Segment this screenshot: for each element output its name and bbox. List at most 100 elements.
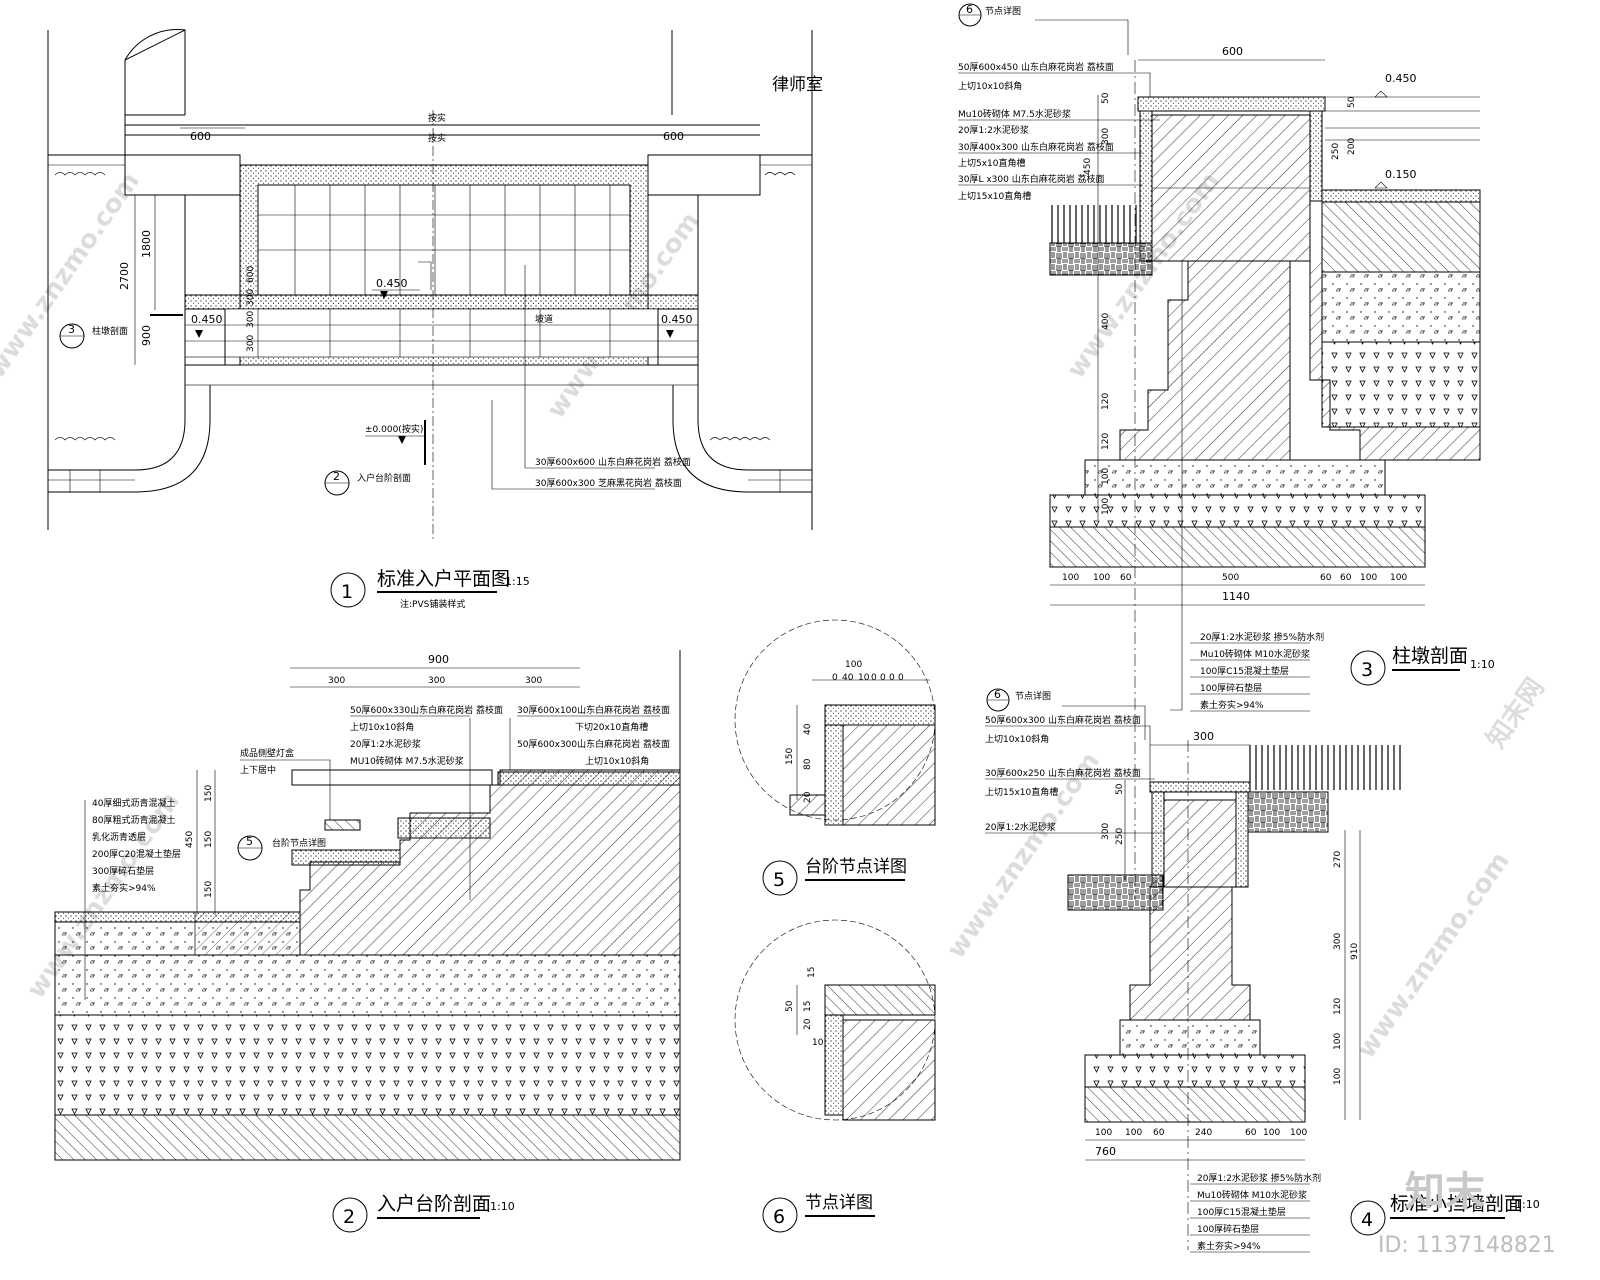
wall-bdim: 100 (1095, 1128, 1112, 1138)
pier-leader: Mu10砖砌体 M7.5水泥砂浆 (958, 108, 1071, 120)
wall-base-note: 100厚C15混凝土垫层 (1197, 1206, 1286, 1218)
level-marker-icon (398, 436, 406, 444)
level-right: 0.450 (661, 313, 693, 326)
pier-bdim: 100 (1062, 573, 1079, 583)
d6-ldim: 10 (812, 1038, 824, 1048)
plan-note: 注:PVS铺装样式 (400, 598, 465, 610)
d6-title: 节点详图 (805, 1193, 873, 1213)
wall-rdim: 100 (1333, 1068, 1343, 1085)
step-layer: 40厚细式沥青混凝土 (92, 797, 175, 809)
pier-leader: 上切5x10直角槽 (958, 157, 1026, 169)
step-leader: 50厚600x300山东白麻花岗岩 荔枝面 (517, 738, 670, 750)
step-dim: 300 (328, 676, 345, 686)
wall-bdim: 100 (1125, 1128, 1142, 1138)
d5-title: 台阶节点详图 (805, 857, 907, 877)
detail-6: 15 50 15 20 10 6 节点详图 (734, 919, 936, 1233)
d5-dim: 0 (832, 673, 838, 683)
step-callout-5-num: 5 (246, 835, 253, 848)
callout-2-num: 2 (333, 470, 340, 483)
ramp-mark: 坡道 (535, 313, 553, 325)
wall-rdim: 120 (1333, 998, 1343, 1015)
dim-900: 900 (140, 325, 153, 346)
pier-leader: 20厚1:2水泥砂浆 (958, 124, 1029, 136)
wall-base-note: 20厚1:2水泥砂浆 掺5%防水剂 (1197, 1172, 1321, 1184)
step-leader: 下切20x10直角槽 (575, 721, 648, 733)
d5-dim: 0 (871, 673, 877, 683)
level-ground: ±0.000(按实) (365, 423, 423, 435)
pier-ldim: 50 (1101, 92, 1111, 104)
d5-dim: 0 (889, 673, 895, 683)
pier-base-note: 100厚碎石垫层 (1200, 682, 1262, 694)
d5-dim: 100 (845, 660, 862, 670)
pier-ldim: 300 (1101, 128, 1111, 145)
plan-leader-2: 30厚600x300 芝麻黑花岗岩 荔枝面 (535, 477, 682, 489)
step-lamp-note: 上下居中 (240, 764, 276, 776)
pier-dim-600: 600 (1222, 45, 1243, 58)
pier-leader: 50厚600x450 山东白麻花岗岩 荔枝面 (958, 61, 1114, 73)
title-circle-icon (762, 1197, 798, 1233)
step-leader: 上切10x10斜角 (350, 721, 414, 733)
wall-bdim: 100 (1290, 1128, 1307, 1138)
wall-leader: 50厚600x300 山东白麻花岗岩 荔枝面 (985, 714, 1141, 726)
step-title-num: 2 (343, 1206, 355, 1228)
wall-bdim: 60 (1153, 1128, 1165, 1138)
pier-title: 柱墩剖面 (1392, 645, 1468, 667)
wall-bdim: 100 (1263, 1128, 1280, 1138)
pier-callout-6-text: 节点详图 (985, 5, 1021, 17)
brand-watermark: 知末 ID: 1137148821 (1378, 1169, 1556, 1258)
d5-ldim: 80 (803, 758, 813, 770)
d5-ldim: 20 (803, 791, 813, 803)
wall-rdim: 100 (1333, 1033, 1343, 1050)
pier-ldim: 100 (1101, 498, 1111, 515)
wall-bdim: 240 (1195, 1128, 1212, 1138)
wall-bdim: 60 (1245, 1128, 1257, 1138)
pier-bdim: 100 (1390, 573, 1407, 583)
wall-ldim: 250 (1115, 828, 1125, 845)
wall-base-note: Mu10砖砌体 M10水泥砂浆 (1197, 1189, 1307, 1201)
pier-rdim: 200 (1347, 138, 1357, 155)
d6-mark: 15 (807, 967, 817, 978)
pier-ldim: 120 (1101, 393, 1111, 410)
pier-leader: 30厚L x300 山东白麻花岗岩 荔枝面 (958, 173, 1105, 185)
d5-ldim: 150 (785, 748, 795, 765)
wall-rdim: 910 (1350, 943, 1360, 960)
watermark-site: www.znzmo.com (941, 747, 1106, 964)
d5-ldim: 40 (803, 723, 813, 735)
wall-dim-300: 300 (1193, 730, 1214, 743)
step-ldim: 150 (204, 881, 214, 898)
level-center: 0.450 (376, 277, 408, 290)
d6-ldim: 15 (803, 1001, 813, 1012)
dim-1800: 1800 (140, 230, 153, 258)
wall-section: 6 节点详图 300 50 300 250 270 300 910 120 10… (985, 688, 1540, 1253)
pier-level-top: 0.450 (1385, 72, 1417, 85)
pier-callout-6-num: 6 (966, 3, 973, 16)
pier-ldim: 100 (1101, 468, 1111, 485)
pier-bdim: 100 (1093, 573, 1110, 583)
dim-300c: 300 (246, 335, 256, 352)
title-circle-icon (330, 572, 366, 608)
step-layer: 300厚碎石垫层 (92, 865, 154, 877)
d5-dim: 0 (880, 673, 886, 683)
wall-ldim: 300 (1101, 823, 1111, 840)
wall-callout-6-text: 节点详图 (1015, 690, 1051, 702)
brand-logo-text: 知末 (1405, 1169, 1485, 1215)
pier-bdim: 500 (1222, 573, 1239, 583)
pier-base-note: 100厚C15混凝土垫层 (1200, 665, 1289, 677)
wall-base-note: 100厚碎石垫层 (1197, 1223, 1259, 1235)
d6-ldim: 20 (803, 1018, 813, 1030)
wall-total: 760 (1095, 1145, 1116, 1158)
wall-rdim: 300 (1333, 933, 1343, 950)
level-marker-icon (666, 330, 674, 338)
room-label: 律师室 (772, 75, 823, 95)
level-marker-icon (380, 291, 388, 299)
pier-leader: 上切15x10直角槽 (958, 190, 1031, 202)
detail-5: 100 0 40 10 0 0 0 0 150 40 80 20 5 台阶节点详… (734, 619, 936, 896)
pier-rdim: 50 (1347, 96, 1357, 108)
callout-3-text: 柱墩剖面 (92, 325, 128, 337)
wall-leader: 上切15x10直角槽 (985, 786, 1058, 798)
wall-leader: 30厚600x250 山东白麻花岗岩 荔枝面 (985, 767, 1141, 779)
dim-top-1: 按实 (428, 112, 446, 124)
d5-dim: 40 (842, 673, 854, 683)
brand-id: ID: 1137148821 (1378, 1233, 1556, 1258)
